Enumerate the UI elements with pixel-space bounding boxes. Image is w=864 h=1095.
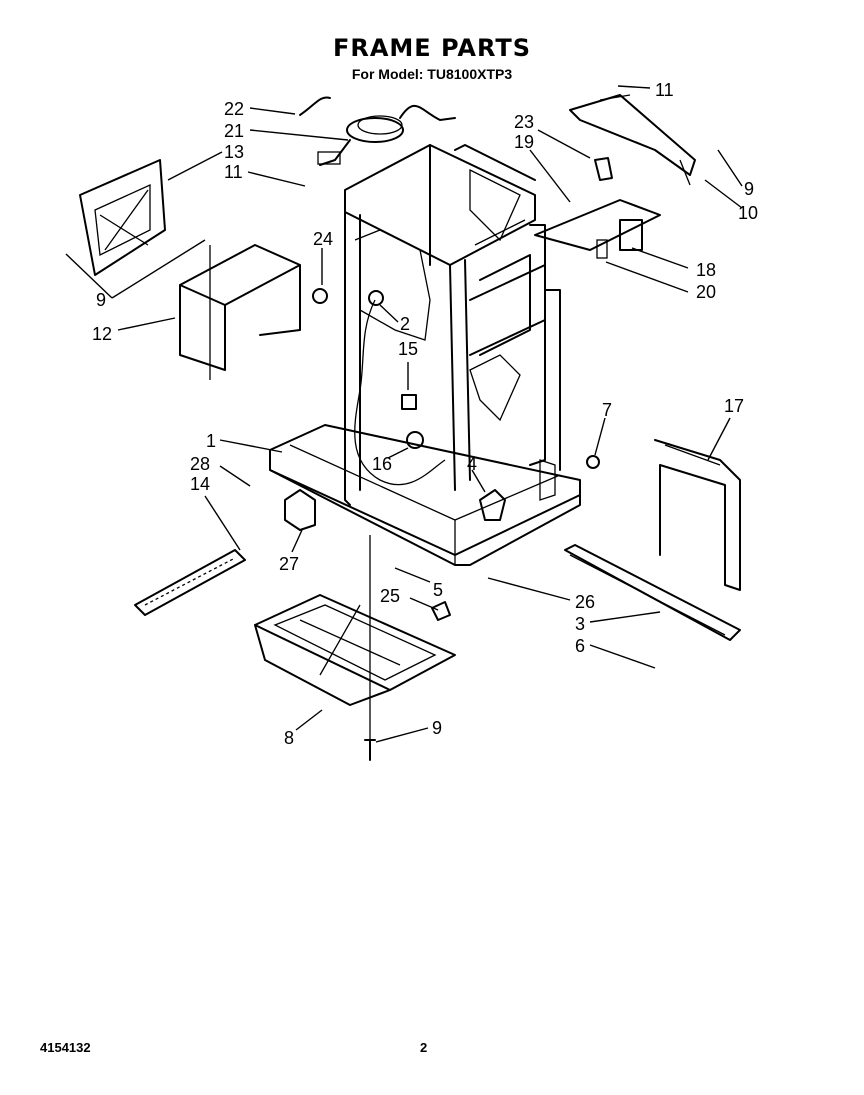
callout-15: 15	[398, 339, 418, 359]
callout-27: 27	[279, 554, 299, 574]
page-number: 2	[420, 1040, 428, 1055]
base-pan-part-8	[254, 594, 456, 706]
cord-part-21	[317, 105, 456, 166]
switch-part-15	[401, 394, 417, 410]
callout-9: 9	[96, 290, 106, 310]
callout-11-top: 11	[655, 80, 674, 100]
base-frame	[269, 424, 581, 566]
model-subtitle: For Model: TU8100XTP3	[351, 66, 513, 82]
callout-6: 6	[575, 636, 585, 656]
panel-part-17	[654, 439, 741, 591]
callout-11: 11	[224, 162, 243, 182]
mount-part-4	[479, 489, 506, 521]
document-number: 4154132	[40, 1040, 91, 1055]
callout-21: 21	[224, 121, 244, 141]
panel-part-13	[79, 159, 166, 276]
fastener-part-7	[586, 455, 600, 469]
callout-12: 12	[92, 324, 112, 344]
main-frame	[344, 144, 561, 506]
callout-2: 2	[400, 314, 410, 334]
callout-4: 4	[467, 454, 477, 474]
fastener-part-2	[368, 290, 384, 306]
callout-18: 18	[696, 260, 716, 280]
part-drawings	[79, 94, 741, 761]
bracket-part-10	[569, 94, 696, 186]
rail-part-3	[564, 544, 741, 641]
callout-9-right: 9	[744, 179, 754, 199]
wire-harness	[354, 299, 446, 486]
callout-19: 19	[514, 132, 534, 152]
page-title: FRAME PARTS	[332, 34, 532, 62]
callout-1: 1	[206, 431, 216, 451]
callout-14: 14	[190, 474, 210, 494]
wire-part-22	[299, 96, 331, 116]
switch-part-18	[534, 199, 661, 259]
callout-20: 20	[696, 282, 716, 302]
callout-24: 24	[313, 229, 333, 249]
callout-7: 7	[602, 400, 612, 420]
leader-lines	[65, 85, 743, 743]
callout-22: 22	[224, 99, 244, 119]
callout-3: 3	[575, 614, 585, 634]
bracket-part-12	[179, 244, 301, 380]
clip-part-25	[431, 601, 451, 621]
screw-part-9-bottom	[364, 739, 376, 761]
callout-25: 25	[380, 586, 400, 606]
callout-23: 23	[514, 112, 534, 132]
callout-16: 16	[372, 454, 392, 474]
bracket-part-27	[284, 489, 316, 531]
callout-13: 13	[224, 142, 244, 162]
callout-26: 26	[575, 592, 595, 612]
callout-10: 10	[738, 203, 758, 223]
fastener-part-16	[406, 431, 424, 449]
callout-9-bottom: 9	[432, 718, 442, 738]
callout-17: 17	[724, 396, 744, 416]
clip-part-23	[594, 157, 613, 181]
callout-5: 5	[433, 580, 443, 600]
strip-part-14	[134, 549, 246, 616]
callout-8: 8	[284, 728, 294, 748]
callout-labels: 22 21 13 11 9 12 24 2 15 1 28 14 16 4 27…	[92, 80, 758, 748]
fastener-part-24	[312, 288, 328, 304]
callout-28: 28	[190, 454, 210, 474]
